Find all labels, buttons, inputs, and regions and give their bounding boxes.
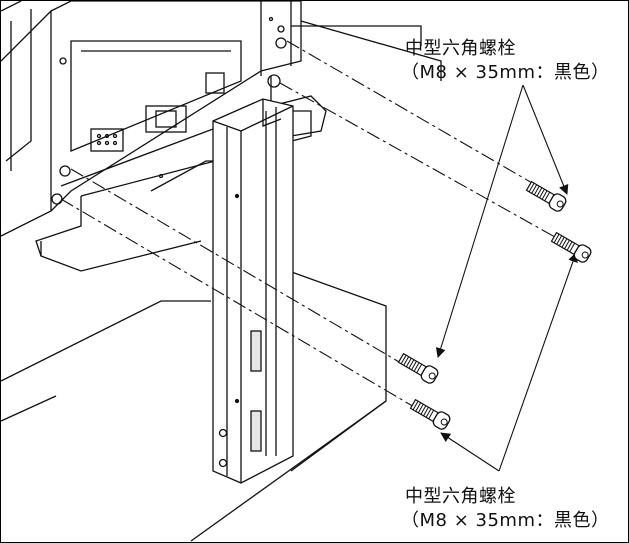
callout-bottom-name: 中型六角螺栓 — [405, 486, 516, 507]
callout-bottom-bolts: 中型六角螺栓 （M8 × 35mm：黒色） — [401, 485, 609, 533]
hex-bolt-icon — [525, 180, 567, 212]
callout-top-name: 中型六角螺栓 — [405, 38, 516, 59]
hex-bolt-icon — [550, 231, 592, 263]
hex-bolt-icon — [409, 398, 451, 430]
hex-bolt-icon — [397, 352, 439, 384]
leader-arrows — [435, 84, 578, 472]
callout-top-bolts: 中型六角螺栓 （M8 × 35mm：黒色） — [401, 37, 609, 85]
stand-column — [212, 98, 294, 484]
callout-top-spec: （M8 × 35mm：黒色） — [401, 62, 610, 83]
alignment-dashed-lines — [60, 40, 572, 412]
callout-bottom-spec: （M8 × 35mm：黒色） — [401, 510, 610, 531]
stand-base — [1, 260, 387, 542]
